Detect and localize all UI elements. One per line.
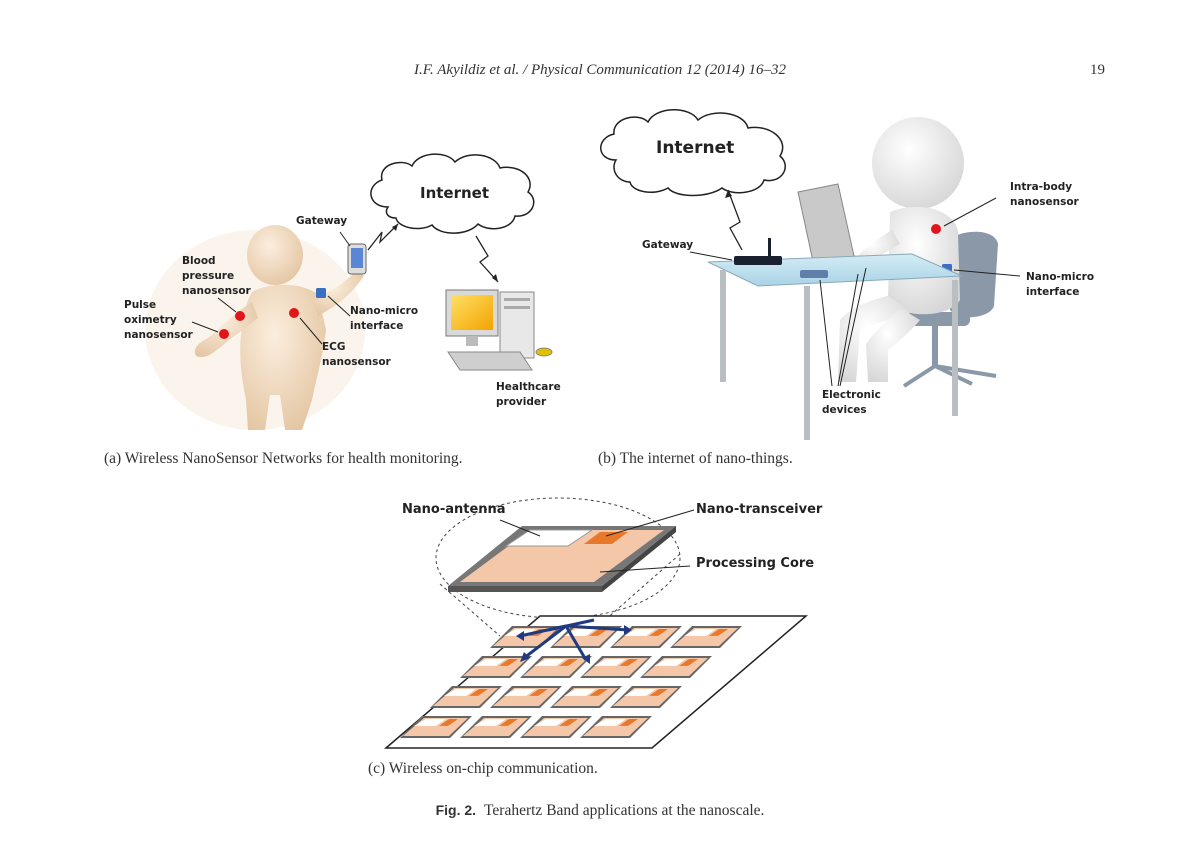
panel-a-illustration [145, 153, 553, 430]
gateway-label-b: Gateway [642, 239, 694, 251]
healthcare-computer [445, 289, 553, 371]
zoom-ellipse [435, 497, 681, 619]
gateway-link-a [367, 223, 399, 251]
office-person [838, 117, 964, 382]
nano-antenna-label: Nano-antenna [402, 502, 506, 517]
page-number: 19 [1090, 62, 1105, 78]
intra-body-sensor [931, 224, 941, 234]
caption-b: (b) The internet of nano-things. [598, 450, 793, 467]
core-tile [490, 686, 562, 708]
nano-transceiver-label: Nano-transceiver [696, 502, 823, 517]
panel-c-on-chip: Nano-antenna Nano-transceiver Processing… [0, 480, 1200, 790]
panel-b-illustration [600, 109, 1021, 440]
caption-a: (a) Wireless NanoSensor Networks for hea… [104, 450, 463, 467]
gateway-router [734, 238, 782, 265]
ecg-sensor [289, 308, 299, 318]
internet-label-b: Internet [656, 138, 735, 158]
core-tile [460, 716, 532, 738]
nano-micro-interface-a [316, 288, 326, 298]
figure-title: Terahertz Band applications at the nanos… [484, 802, 765, 819]
core-tile [610, 686, 682, 708]
gateway-phone [347, 243, 367, 275]
core-tile [640, 656, 712, 678]
pulse-oximetry-sensor [219, 329, 229, 339]
enlarged-chip [448, 526, 676, 592]
figure-label: Fig. 2. [435, 802, 477, 818]
core-tile [460, 656, 532, 678]
running-header: I.F. Akyildiz et al. / Physical Communic… [414, 62, 786, 78]
panel-c-illustration [383, 497, 809, 749]
blood-pressure-sensor [235, 311, 245, 321]
core-grid [400, 626, 742, 738]
wireless-links [516, 618, 632, 664]
caption-c: (c) Wireless on-chip communication. [368, 760, 598, 777]
core-tile [430, 686, 502, 708]
internet-cloud-a [370, 153, 535, 234]
core-tile [400, 716, 472, 738]
core-tile [670, 626, 742, 648]
provider-link-a [475, 235, 499, 283]
core-tile [520, 716, 592, 738]
gateway-link-b [727, 189, 743, 251]
figure-caption: Fig. 2. Terahertz Band applications at th… [0, 802, 1200, 820]
processing-core-label: Processing Core [696, 556, 815, 571]
gateway-label-a: Gateway [296, 215, 348, 227]
internet-label-a: Internet [420, 184, 490, 202]
electronic-device [800, 270, 828, 278]
core-tile [520, 656, 592, 678]
core-tile [580, 656, 652, 678]
core-tile [580, 716, 652, 738]
core-tile [550, 686, 622, 708]
internet-cloud-b [600, 109, 786, 197]
